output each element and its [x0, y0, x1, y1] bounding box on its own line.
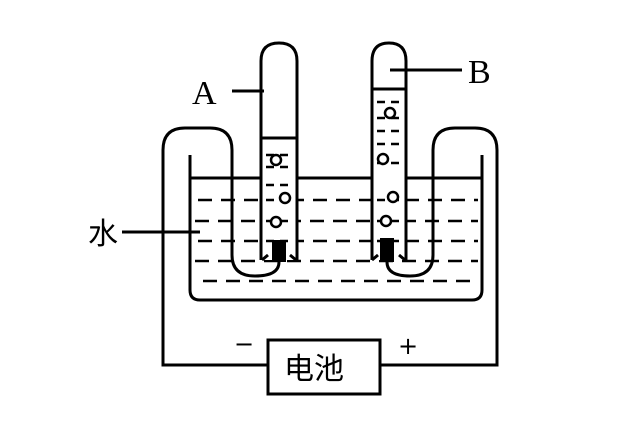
tube-b	[370, 41, 408, 260]
beaker	[188, 155, 484, 302]
wire-negative	[161, 126, 281, 367]
label-water: 水	[88, 217, 118, 252]
water-dashes	[195, 198, 478, 283]
battery	[266, 338, 382, 396]
label-battery: 电池	[284, 352, 344, 387]
label-tube-b: B	[468, 54, 491, 91]
label-tube-a: A	[192, 75, 217, 112]
electrode-b	[380, 238, 394, 262]
label-negative: −	[234, 330, 254, 358]
wire-positive	[380, 126, 499, 367]
gas-bubbles	[269, 106, 400, 229]
tube-a	[259, 41, 299, 260]
label-positive: +	[398, 332, 418, 360]
electrode-a	[272, 240, 286, 262]
